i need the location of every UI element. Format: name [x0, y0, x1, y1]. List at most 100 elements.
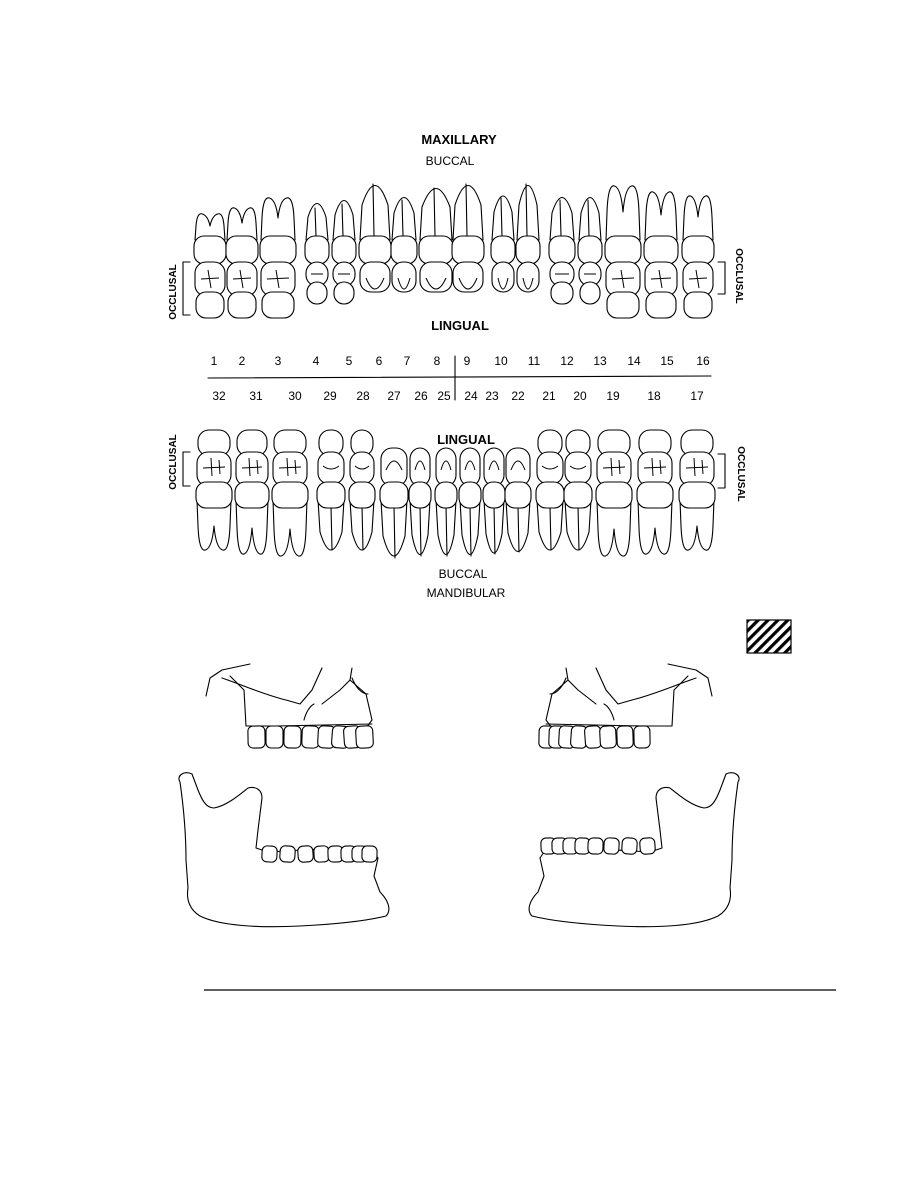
tooth-number: 25: [437, 389, 451, 403]
lower-fissure-30: [278, 457, 302, 477]
lower-occlusal-32: [196, 451, 232, 487]
tooth-number: 13: [593, 354, 607, 368]
maxillary-teeth: [193, 235, 715, 319]
lower-crown-21: [535, 481, 565, 509]
upper-crown-14: [604, 235, 642, 265]
lower-fissure-28: [354, 465, 370, 470]
lower-crown-27: [379, 481, 409, 509]
upper-fissure-15: [650, 269, 672, 289]
lower-root-18: [637, 499, 673, 555]
upper-cingulum-9: [458, 277, 478, 290]
upper-occlusal-11: [516, 261, 540, 293]
upper-occlusal-9: [452, 261, 484, 293]
side-tooth: [587, 837, 604, 855]
mandibular-roots: [196, 499, 715, 559]
upper-crown-3: [259, 235, 297, 265]
upper-crown-10: [490, 235, 516, 265]
lower-crown-30: [271, 481, 309, 509]
lower-crown-31: [234, 481, 270, 509]
tooth-number: 31: [249, 389, 263, 403]
upper-crown-6: [358, 235, 392, 265]
lower-cingulum-25: [440, 460, 452, 471]
upper-lingual-cusp-4: [306, 281, 328, 305]
lower-left-occlusal-bracket: OCCLUSAL: [168, 434, 191, 490]
upper-fissure-14: [611, 269, 635, 289]
upper-cingulum-8: [425, 277, 447, 290]
lower-right-occlusal-bracket: OCCLUSAL: [717, 446, 746, 502]
lower-left-occlusal-label: OCCLUSAL: [168, 434, 179, 490]
upper-root-12: [549, 196, 575, 241]
upper-root-15: [644, 191, 678, 241]
lower-occlusal-21: [536, 451, 564, 485]
tooth-number: 6: [376, 354, 383, 368]
lower-root-17: [679, 499, 715, 551]
upper-root-7: [391, 196, 417, 241]
side-tooth: [247, 725, 266, 749]
upper-root-canal-8: [433, 187, 436, 237]
lower-occlusal-20: [564, 451, 592, 485]
upper-root-canal-11: [525, 183, 528, 237]
upper-crown-5: [331, 235, 357, 265]
lower-right-occlusal-label: OCCLUSAL: [735, 446, 746, 502]
upper-crown-1: [193, 235, 227, 265]
lower-crown-25: [434, 481, 458, 509]
upper-lingual-cusp-15: [645, 291, 677, 319]
lower-lingual-label: LINGUAL: [437, 432, 495, 447]
upper-crown-15: [643, 235, 679, 265]
side-tooth: [297, 845, 314, 863]
lower-crown-20: [563, 481, 593, 509]
left-mandible-teeth: [261, 845, 378, 863]
lower-buccal-label: BUCCAL: [439, 567, 488, 581]
lower-root-32: [196, 499, 232, 551]
tooth-number: 18: [647, 389, 661, 403]
upper-root-canal-6: [372, 183, 375, 237]
upper-fissure-2: [232, 269, 252, 289]
midline-horizontal: [207, 375, 712, 379]
lower-cingulum-24: [464, 460, 476, 471]
lower-occlusal-22: [505, 447, 531, 487]
tooth-number: 12: [560, 354, 574, 368]
upper-crown-16: [681, 235, 715, 265]
upper-fissure-16: [688, 269, 708, 289]
tooth-number: 8: [434, 354, 441, 368]
upper-crown-8: [418, 235, 454, 265]
tooth-number: 19: [606, 389, 620, 403]
mandibular-title: MANDIBULAR: [427, 586, 506, 600]
lower-occlusal-18: [637, 451, 673, 487]
lower-crown-26: [408, 481, 432, 509]
upper-crown-7: [390, 235, 418, 265]
tooth-number: 27: [387, 389, 401, 403]
upper-crown-4: [304, 235, 330, 265]
lower-root-30: [272, 499, 308, 557]
lower-fissure-21: [541, 465, 559, 470]
right-maxilla-side-view: [545, 663, 713, 729]
upper-crown-2: [225, 235, 259, 265]
upper-root-5: [332, 199, 356, 241]
tooth-number: 17: [690, 389, 704, 403]
upper-lingual-cusp-16: [683, 291, 713, 319]
side-tooth: [261, 845, 278, 863]
lower-crown-28: [348, 481, 376, 509]
upper-lingual-label: LINGUAL: [431, 318, 489, 333]
lower-cingulum-27: [385, 460, 403, 471]
upper-root-10: [491, 195, 515, 241]
tooth-number: 10: [494, 354, 508, 368]
upper-occlusal-7: [391, 261, 417, 293]
upper-root-9: [452, 184, 484, 241]
right-mandible-teeth: [540, 837, 656, 855]
side-tooth: [313, 845, 330, 863]
lower-crown-19: [595, 481, 633, 509]
upper-crown-11: [515, 235, 541, 265]
hatch-legend-box: [746, 619, 792, 654]
maxillary-roots: [194, 183, 714, 241]
side-tooth: [621, 837, 638, 855]
side-tooth: [639, 837, 656, 855]
lower-occlusal-25: [435, 447, 457, 487]
side-tooth: [616, 725, 634, 749]
upper-lingual-cusp-3: [261, 291, 295, 319]
tooth-number: 7: [404, 354, 411, 368]
side-tooth: [361, 845, 378, 863]
tooth-number: 16: [696, 354, 710, 368]
lower-root-canal-21: [549, 505, 552, 551]
tooth-number: 15: [660, 354, 674, 368]
